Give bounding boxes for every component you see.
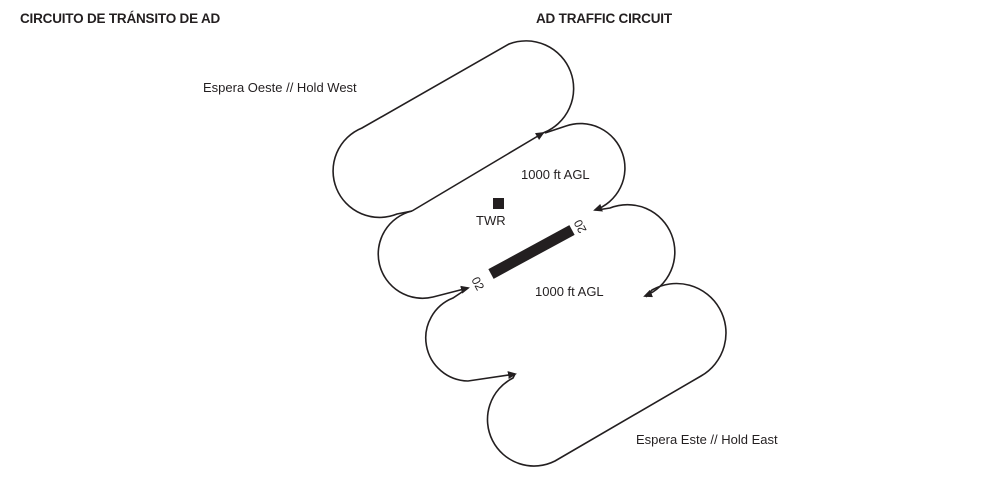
title-english: AD TRAFFIC CIRCUIT — [536, 11, 672, 26]
south-circuit — [425, 203, 676, 382]
hold-east-track — [486, 282, 727, 467]
title-spanish: CIRCUITO DE TRÁNSITO DE AD — [20, 11, 221, 26]
hold-west-track — [332, 40, 575, 219]
altitude-label-north: 1000 ft AGL — [521, 167, 590, 182]
tower-label: TWR — [476, 213, 506, 228]
hold-east-label: Espera Este // Hold East — [636, 432, 778, 447]
hold-west-pattern — [332, 40, 575, 219]
north-circuit-west-arc — [377, 210, 470, 300]
hold-west-label: Espera Oeste // Hold West — [203, 80, 357, 95]
hold-east-pattern — [486, 282, 727, 467]
north-circuit — [377, 122, 626, 300]
south-circuit-west-arc — [425, 287, 517, 382]
runway-threshold-02: 02 — [468, 274, 487, 293]
runway — [488, 225, 575, 279]
hold-west-inbound-arrow — [411, 131, 545, 212]
south-circuit-east-arc — [596, 203, 676, 298]
runway-threshold-20: 20 — [571, 217, 590, 236]
tower-icon — [493, 198, 504, 209]
north-circuit-east-arc — [544, 122, 626, 212]
altitude-label-south: 1000 ft AGL — [535, 284, 604, 299]
